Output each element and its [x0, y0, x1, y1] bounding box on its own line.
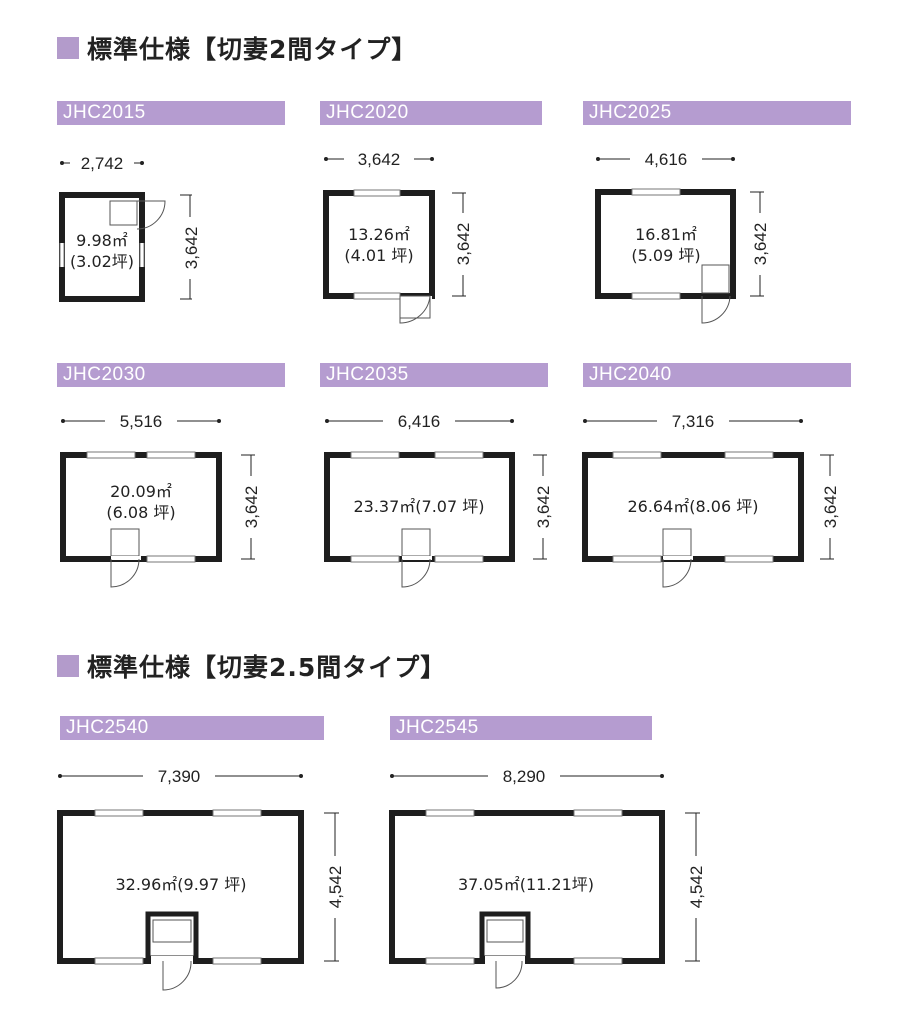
area-m2: 20.09㎡	[110, 482, 172, 501]
width-dimension: 7,316	[672, 412, 715, 431]
depth-dimension: 3,642	[454, 223, 473, 266]
section-title-text: 標準仕様【切妻2間タイプ】	[87, 35, 418, 64]
section-marker	[57, 655, 79, 677]
area-tsubo: (3.02坪)	[70, 252, 134, 271]
depth-dimension: 3,642	[821, 486, 840, 529]
section-title-text: 標準仕様【切妻2.5間タイプ】	[87, 653, 447, 682]
model-label-jhc2545: JHC2545	[390, 716, 652, 740]
model-label-jhc2030: JHC2030	[57, 363, 285, 387]
section-title-2ken: 標準仕様【切妻2間タイプ】	[57, 30, 417, 66]
floor-plan-jhc2540: 7,390 32.96㎡(9.97 坪) 4,542	[45, 760, 365, 1000]
model-label-jhc2020: JHC2020	[320, 101, 542, 125]
model-label-jhc2025: JHC2025	[583, 101, 851, 125]
section-title-2-5ken: 標準仕様【切妻2.5間タイプ】	[57, 648, 446, 684]
model-label-jhc2540: JHC2540	[60, 716, 324, 740]
area-m2: 9.98㎡	[76, 231, 128, 250]
width-dimension: 7,390	[158, 767, 201, 786]
area-m2: 16.81㎡	[635, 225, 697, 244]
area-tsubo: (6.08 坪)	[106, 503, 175, 522]
width-dimension: 2,742	[81, 154, 124, 173]
floor-plan-jhc2020: 3,642 13.26㎡ (4.01 坪) 3,642	[300, 145, 500, 335]
floor-plan-jhc2030: 5,516 20.09㎡ (6.08 坪) 3,642	[45, 405, 285, 595]
model-label-jhc2015: JHC2015	[57, 101, 285, 125]
section-marker	[57, 37, 79, 59]
depth-dimension: 4,542	[687, 866, 706, 909]
depth-dimension: 3,642	[182, 227, 201, 270]
model-label-jhc2035: JHC2035	[320, 363, 548, 387]
area-tsubo: (4.01 坪)	[344, 246, 413, 265]
depth-dimension: 3,642	[751, 223, 770, 266]
depth-dimension: 3,642	[534, 486, 553, 529]
width-dimension: 3,642	[358, 150, 401, 169]
depth-dimension: 4,542	[326, 866, 345, 909]
width-dimension: 6,416	[398, 412, 441, 431]
area-m2: 26.64㎡(8.06 坪)	[627, 497, 758, 516]
area-tsubo: (5.09 坪)	[631, 246, 700, 265]
area-m2: 32.96㎡(9.97 坪)	[115, 875, 246, 894]
area-m2: 13.26㎡	[348, 225, 410, 244]
width-dimension: 8,290	[503, 767, 546, 786]
model-label-jhc2040: JHC2040	[583, 363, 851, 387]
width-dimension: 5,516	[120, 412, 163, 431]
floor-plan-jhc2545: 8,290 37.05㎡(11.21坪) 4,542	[378, 760, 718, 1000]
floor-plan-jhc2040: 7,316 26.64㎡(8.06 坪) 3,642	[565, 405, 855, 595]
floor-plan-jhc2025: 4,616 16.81㎡ (5.09 坪) 3,642	[570, 145, 790, 335]
depth-dimension: 3,642	[242, 486, 261, 529]
width-dimension: 4,616	[645, 150, 688, 169]
floor-plan-jhc2015: 2,742 9.98㎡ (3.02坪) 3,642	[40, 145, 220, 315]
floor-plan-jhc2035: 6,416 23.37㎡(7.07 坪) 3,642	[305, 405, 565, 595]
area-m2: 23.37㎡(7.07 坪)	[353, 497, 484, 516]
area-m2: 37.05㎡(11.21坪)	[458, 875, 594, 894]
